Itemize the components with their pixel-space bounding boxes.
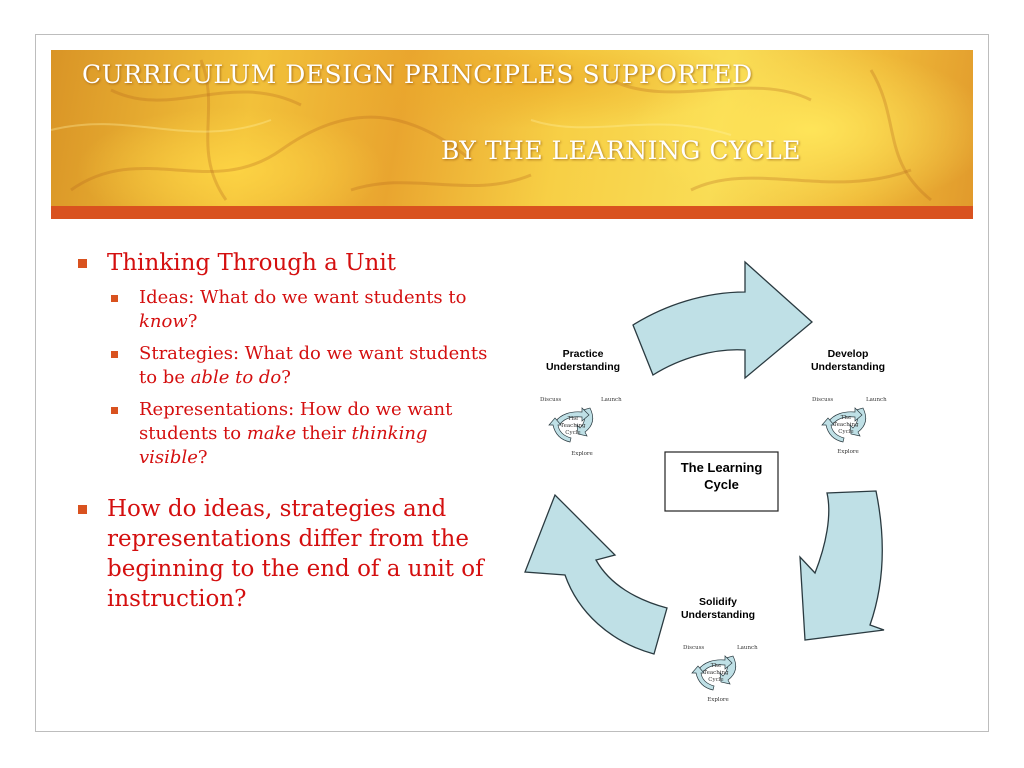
stage-title-line-1: Practice — [563, 348, 604, 360]
cycle-arrow-right — [799, 490, 885, 641]
stage-solidify: Solidify Understanding Discuss Launch Th… — [681, 596, 758, 703]
mini-label-discuss: Discuss — [683, 645, 704, 651]
mini-center-2: Teaching — [703, 670, 729, 676]
sub-bullet-strategies: Strategies: What do we want students to … — [76, 342, 496, 390]
square-bullet-icon — [111, 407, 118, 414]
square-bullet-icon — [78, 505, 87, 514]
emphasis-text: make — [246, 423, 297, 444]
title-line-2: BY THE LEARNING CYCLE — [441, 136, 801, 165]
mini-label-launch: Launch — [866, 397, 887, 403]
square-bullet-icon — [78, 259, 87, 268]
square-bullet-icon — [111, 295, 118, 302]
stage-develop: Develop Understanding Discuss Launch The… — [811, 348, 887, 455]
stage-title-line-2: Understanding — [681, 609, 755, 621]
bullet-how-do-ideas-differ: How do ideas, strategies and representat… — [76, 494, 496, 614]
accent-bar — [51, 206, 973, 219]
mini-center-3: Cycle — [708, 677, 723, 683]
mini-center-2: Teaching — [833, 422, 859, 428]
mini-label-explore: Explore — [571, 451, 593, 457]
sub-bullet-ideas: Ideas: What do we want students to know? — [76, 286, 496, 334]
sub-bullet-text: Strategies: What do we want students to … — [139, 343, 488, 388]
center-label-line-1: The Learning — [681, 460, 763, 475]
mini-label-explore: Explore — [707, 697, 729, 703]
mini-label-discuss: Discuss — [540, 397, 561, 403]
emphasis-text: know — [139, 311, 188, 332]
stage-title-line-1: Solidify — [699, 596, 737, 608]
bullet-text: Thinking Through a Unit — [107, 250, 396, 276]
bullet-text: How do ideas, strategies and representat… — [107, 496, 484, 612]
bullet-list: Thinking Through a Unit Ideas: What do w… — [76, 248, 496, 622]
mini-label-explore: Explore — [837, 449, 859, 455]
center-label-line-2: Cycle — [704, 477, 739, 492]
stage-title-line-1: Develop — [828, 348, 869, 360]
mini-center-1: The — [711, 663, 721, 669]
sub-bullet-text: ? — [281, 367, 291, 388]
mini-center-1: The — [568, 416, 578, 422]
mini-center-1: The — [841, 415, 851, 421]
mini-center-3: Cycle — [838, 429, 853, 435]
emphasis-text: able to do — [190, 367, 282, 388]
sub-bullet-text: their — [296, 423, 352, 444]
bullet-thinking-through-unit: Thinking Through a Unit — [76, 248, 496, 278]
center-label-box — [664, 451, 779, 512]
title-line-1: CURRICULUM DESIGN PRINCIPLES SUPPORTED — [82, 60, 753, 89]
sub-bullet-text: Ideas: What do we want students to — [139, 287, 467, 308]
mini-label-launch: Launch — [737, 645, 758, 651]
mini-center-3: Cycle — [565, 430, 580, 436]
stage-title-line-2: Understanding — [811, 361, 885, 373]
mini-label-discuss: Discuss — [812, 397, 833, 403]
sub-bullet-text: Representations: How do we want students… — [139, 399, 453, 444]
stage-title-line-2: Understanding — [546, 361, 620, 373]
sub-bullet-representations: Representations: How do we want students… — [76, 398, 496, 470]
mini-center-2: Teaching — [560, 423, 586, 429]
square-bullet-icon — [111, 351, 118, 358]
learning-cycle-diagram: The Learning Cycle Practice Understandin… — [524, 260, 887, 703]
cycle-arrow-left — [524, 493, 668, 655]
sub-bullet-text: ? — [197, 447, 208, 468]
emphasis-text: thinking visible — [139, 423, 428, 468]
sub-bullet-list: Ideas: What do we want students to know?… — [76, 286, 496, 470]
title-banner: CURRICULUM DESIGN PRINCIPLES SUPPORTED B… — [51, 50, 973, 206]
banner-texture — [51, 59, 932, 202]
mini-label-launch: Launch — [601, 397, 622, 403]
sub-bullet-text: ? — [187, 311, 198, 332]
stage-practice: Practice Understanding Discuss Launch Th… — [540, 348, 622, 457]
cycle-arrow-top — [632, 260, 813, 380]
